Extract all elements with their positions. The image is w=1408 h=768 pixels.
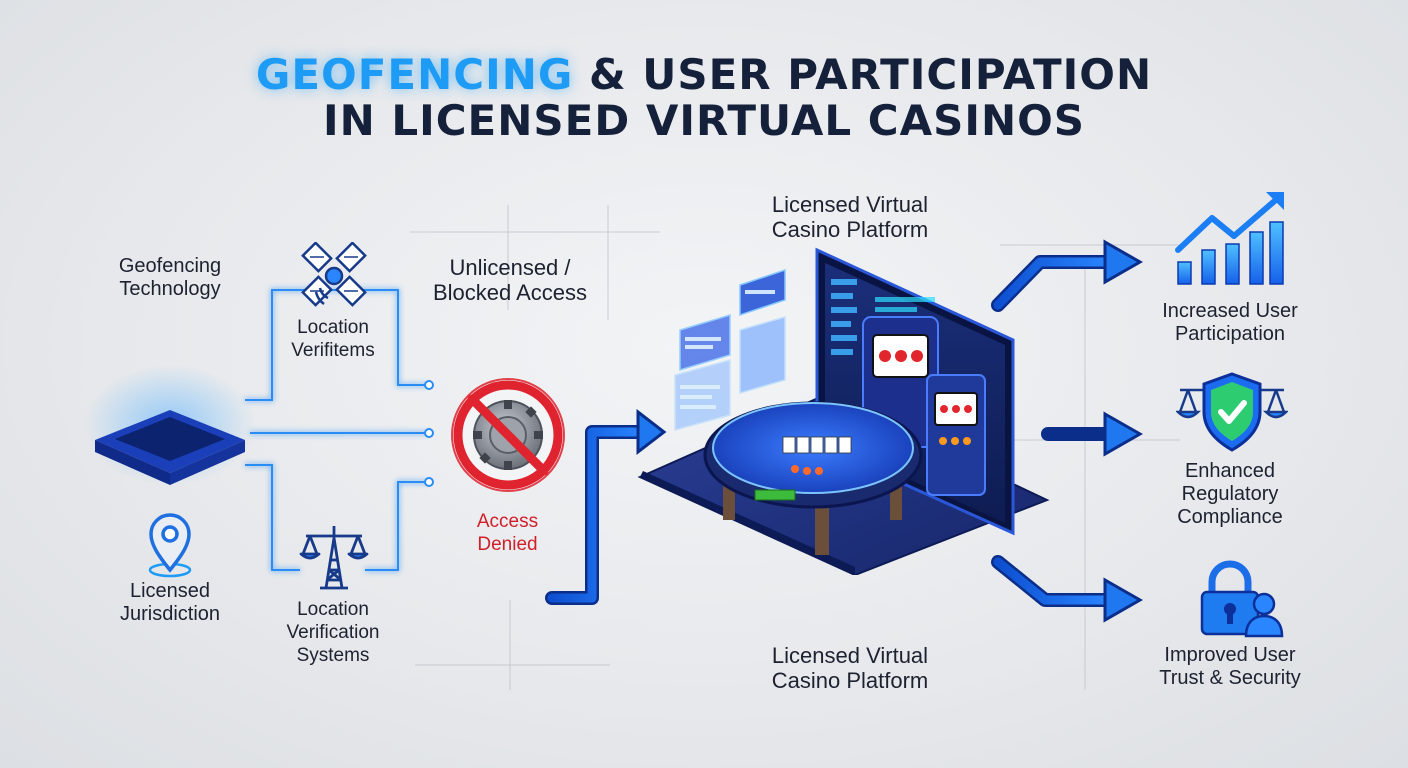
page-title-line-2: IN LICENSED VIRTUAL CASINOS xyxy=(322,96,1086,145)
location-verification-systems-label: Location Verification Systems xyxy=(286,599,380,666)
connector-lines xyxy=(245,289,428,571)
title-accent: GEOFENCING xyxy=(255,50,574,99)
blocked-access-label: Unlicensed / Blocked Access xyxy=(432,255,588,305)
lock-user-icon xyxy=(1200,560,1284,638)
connector-nodes xyxy=(424,380,434,487)
arrow-into-platform-head xyxy=(636,408,667,456)
platform-top-label: Licensed Virtual Casino Platform xyxy=(771,192,929,242)
outcome-label-compliance: Enhanced Regulatory Compliance xyxy=(1177,460,1283,528)
access-denied-label: Access Denied xyxy=(476,511,539,555)
arrow-into-platform xyxy=(547,427,650,603)
map-pin-icon xyxy=(148,513,192,578)
casino-platform-illustration xyxy=(637,247,1050,575)
outcome-arrow-top xyxy=(991,239,1144,312)
licensed-jurisdiction-label: Licensed Jurisdiction xyxy=(119,580,221,625)
outcome-label-participation: Increased User Participation xyxy=(1162,300,1298,345)
outcome-label-trust-security: Improved User Trust & Security xyxy=(1159,644,1301,689)
access-denied-icon xyxy=(451,378,565,492)
growth-chart-icon xyxy=(1175,192,1284,285)
geofencing-technology-label: Geofencing Technology xyxy=(118,255,222,300)
page-title-line-1: GEOFENCING & USER PARTICIPATION xyxy=(0,50,1408,100)
outcome-arrow-bottom xyxy=(991,555,1144,623)
satellite-icon xyxy=(301,242,367,307)
title-rest: & USER PARTICIPATION xyxy=(573,50,1153,99)
location-verifitems-label: Location Verifitems xyxy=(291,317,375,361)
scales-tower-icon xyxy=(299,526,369,590)
outcome-arrow-middle xyxy=(1041,411,1144,457)
platform-bottom-label: Licensed Virtual Casino Platform xyxy=(771,643,929,693)
geofence-icon xyxy=(85,354,255,485)
shield-scales-icon xyxy=(1176,372,1288,452)
